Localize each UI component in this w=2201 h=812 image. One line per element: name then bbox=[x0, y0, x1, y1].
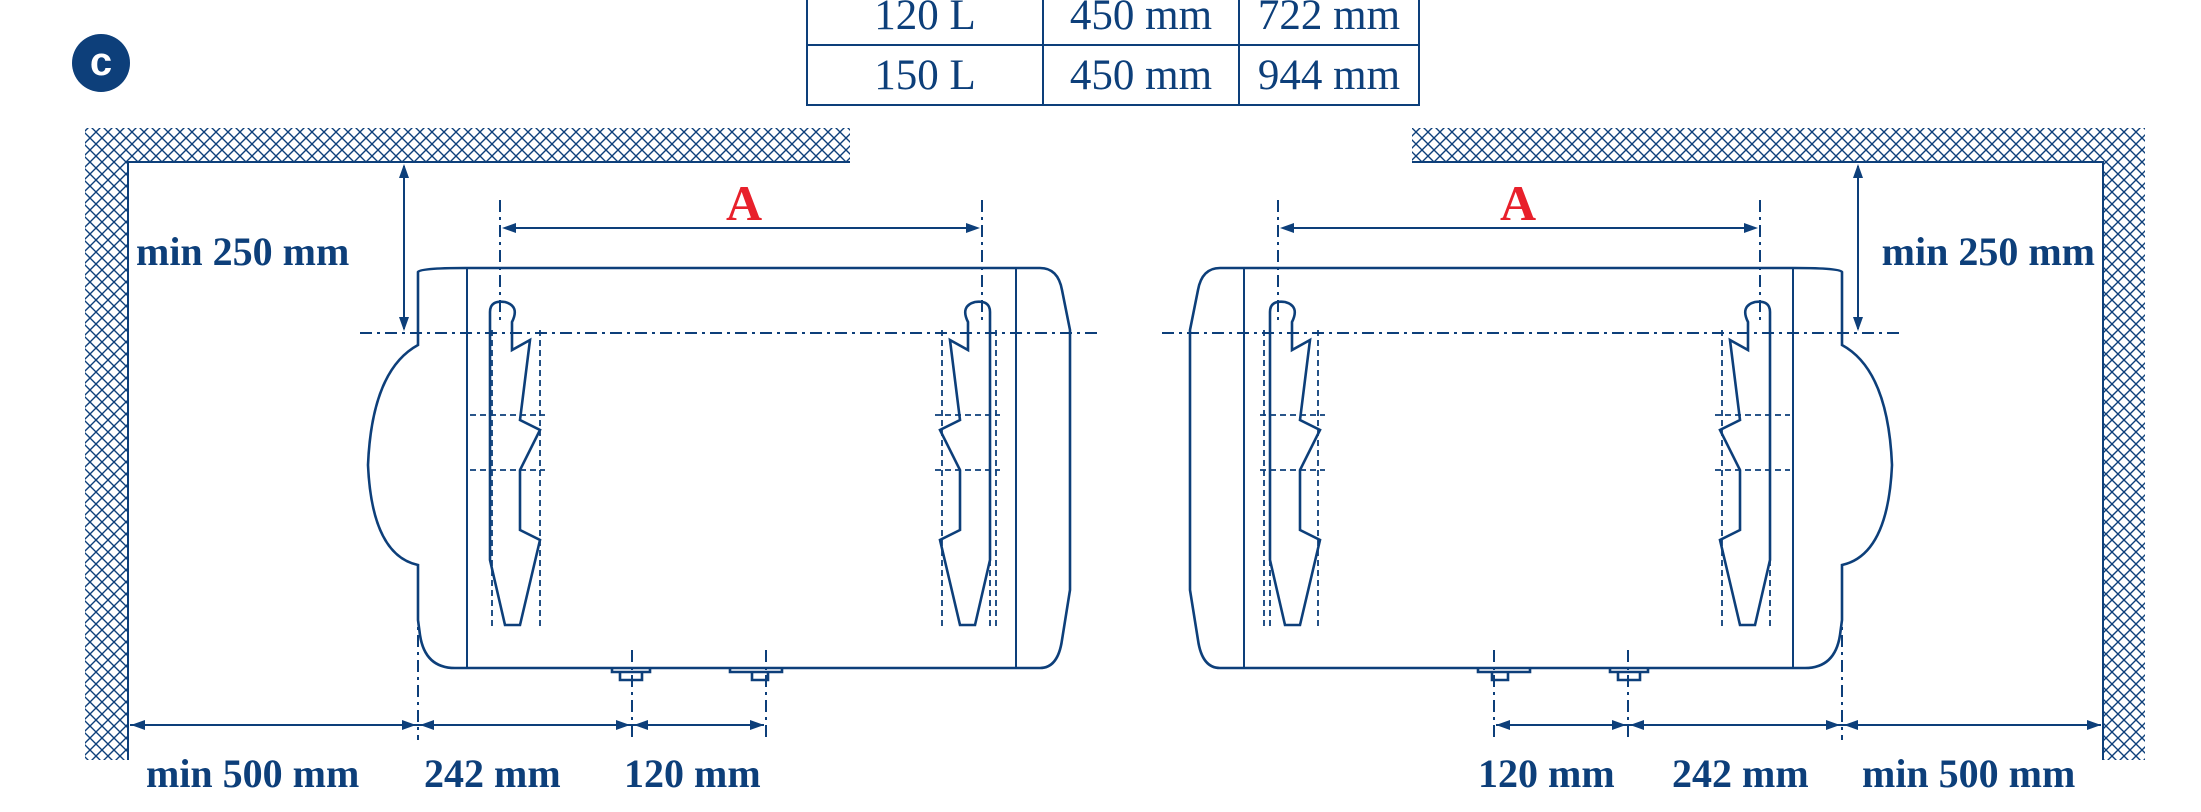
right-heater-body bbox=[1188, 266, 1894, 670]
left-wall-line bbox=[127, 161, 850, 760]
left-dim-a-label: A bbox=[726, 175, 762, 231]
figure-badge: c bbox=[72, 34, 130, 92]
right-wall-line bbox=[1412, 161, 2104, 760]
table-row: 150 L 450 mm 944 mm bbox=[806, 44, 1420, 106]
left-bracket-1 bbox=[488, 300, 542, 630]
right-view: A min 250 mm 120 mm 242 mm min 500 mm bbox=[1162, 128, 2145, 796]
right-top-clearance-label: min 250 mm bbox=[1882, 229, 2095, 274]
right-pipe-offset-label: 242 mm bbox=[1672, 751, 1809, 796]
left-pipe-2 bbox=[728, 668, 784, 682]
table-cell: 944 mm bbox=[1238, 44, 1420, 106]
right-bracket-2 bbox=[1718, 300, 1772, 630]
left-pipe-offset-label: 242 mm bbox=[424, 751, 561, 796]
right-dim-a-label: A bbox=[1500, 175, 1536, 231]
table-cell: 120 L bbox=[806, 0, 1044, 46]
left-heater-body bbox=[366, 266, 1072, 670]
left-bracket-2 bbox=[938, 300, 997, 630]
left-pipe-spacing-label: 120 mm bbox=[624, 751, 761, 796]
left-view: A min 250 mm min 500 mm 242 mm 120 mm bbox=[85, 128, 1098, 796]
table-row: 120 L 450 mm 722 mm bbox=[806, 0, 1420, 46]
table-cell: 450 mm bbox=[1042, 44, 1240, 106]
capacity-table: 120 L 450 mm 722 mm 150 L 450 mm 944 mm bbox=[806, 0, 1420, 106]
left-top-clearance-label: min 250 mm bbox=[136, 229, 349, 274]
right-pipe-1 bbox=[1476, 668, 1532, 682]
right-pipe-spacing-label: 120 mm bbox=[1478, 751, 1615, 796]
table-cell: 150 L bbox=[806, 44, 1044, 106]
left-bracket-dashes bbox=[470, 414, 1000, 471]
right-side-clearance-label: min 500 mm bbox=[1862, 751, 2075, 796]
right-bracket-1 bbox=[1263, 300, 1322, 630]
right-bracket-dashes bbox=[1260, 414, 1790, 471]
table-cell: 450 mm bbox=[1042, 0, 1240, 46]
left-side-clearance-label: min 500 mm bbox=[146, 751, 359, 796]
table-cell: 722 mm bbox=[1238, 0, 1420, 46]
